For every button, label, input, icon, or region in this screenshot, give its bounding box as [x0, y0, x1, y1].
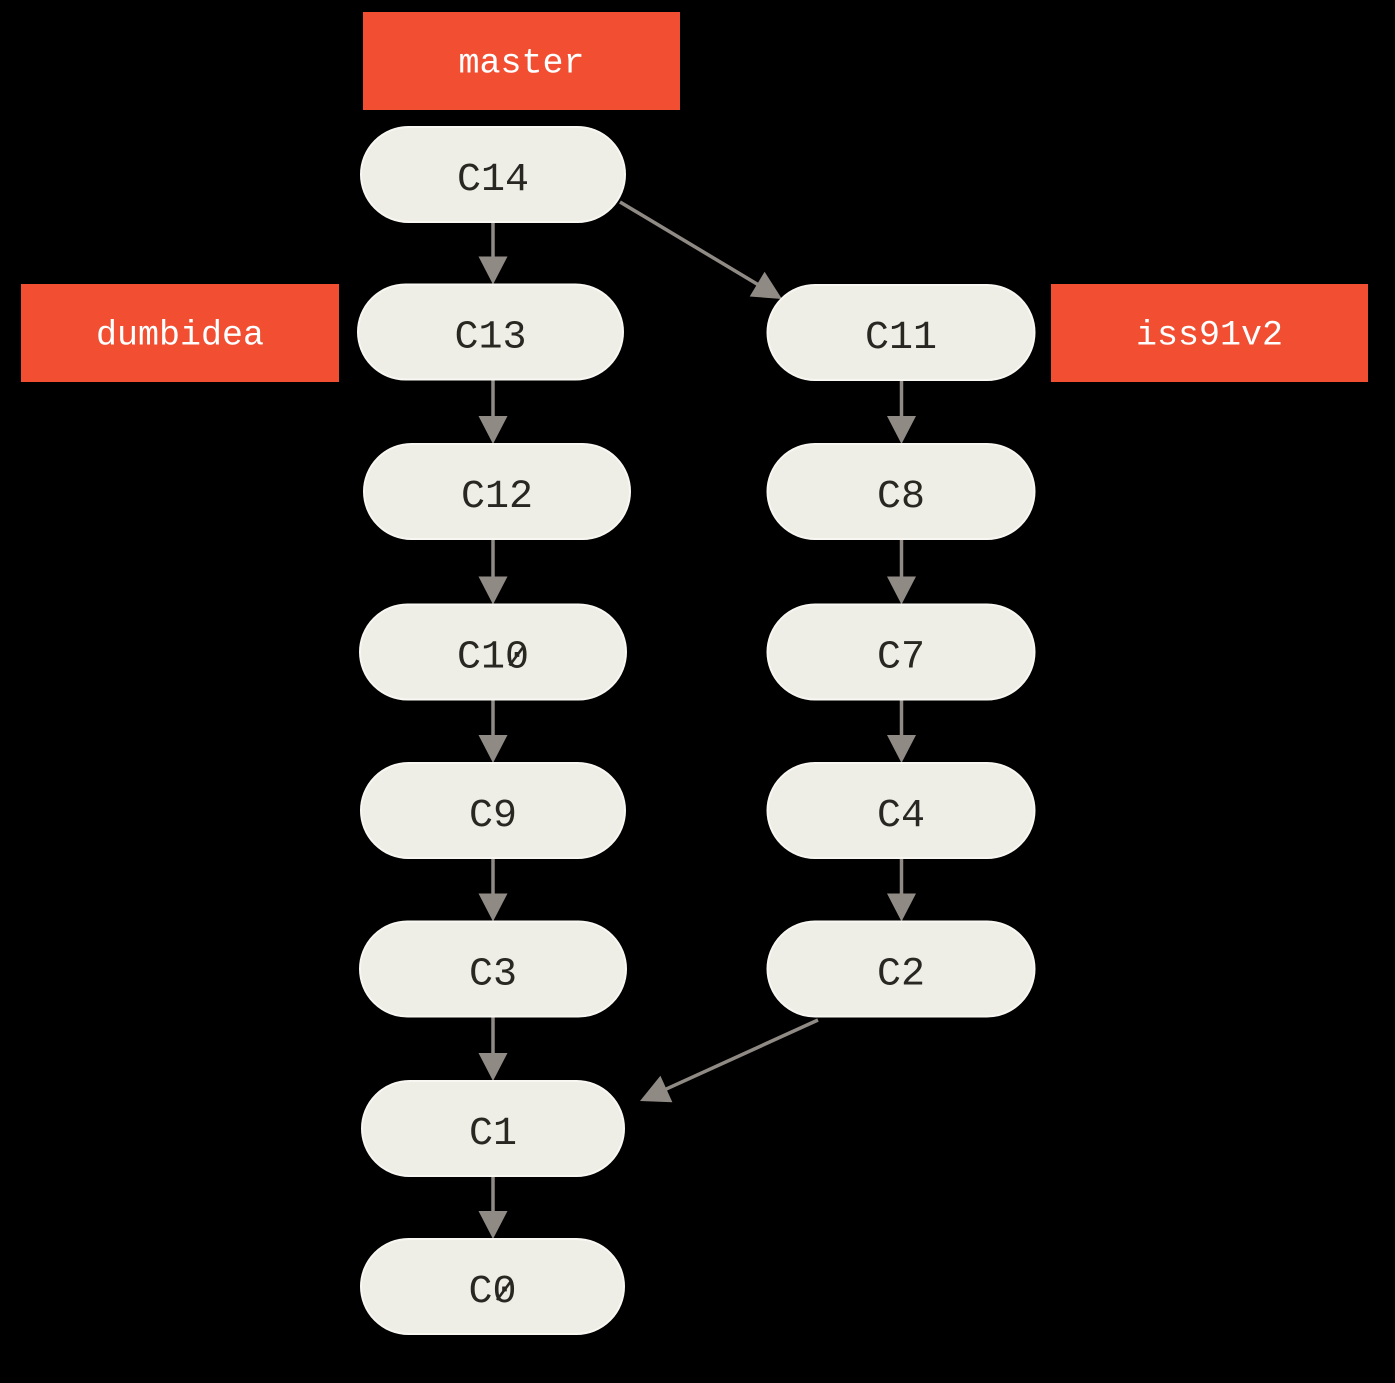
- svg-text:iss91v2: iss91v2: [1136, 316, 1283, 356]
- svg-text:C12: C12: [461, 475, 533, 520]
- svg-text:C3: C3: [469, 953, 517, 998]
- svg-text:C0: C0: [468, 1270, 516, 1315]
- svg-text:C9: C9: [469, 794, 517, 839]
- svg-text:master: master: [458, 44, 584, 84]
- svg-text:dumbidea: dumbidea: [96, 316, 264, 356]
- svg-text:C8: C8: [877, 475, 925, 520]
- svg-text:C4: C4: [877, 794, 925, 839]
- svg-text:C13: C13: [454, 316, 526, 361]
- svg-text:C11: C11: [865, 316, 937, 361]
- svg-text:C7: C7: [877, 636, 925, 681]
- svg-text:C2: C2: [877, 953, 925, 998]
- svg-text:C14: C14: [457, 158, 529, 203]
- svg-text:C1: C1: [469, 1112, 517, 1157]
- svg-text:C10: C10: [457, 636, 529, 681]
